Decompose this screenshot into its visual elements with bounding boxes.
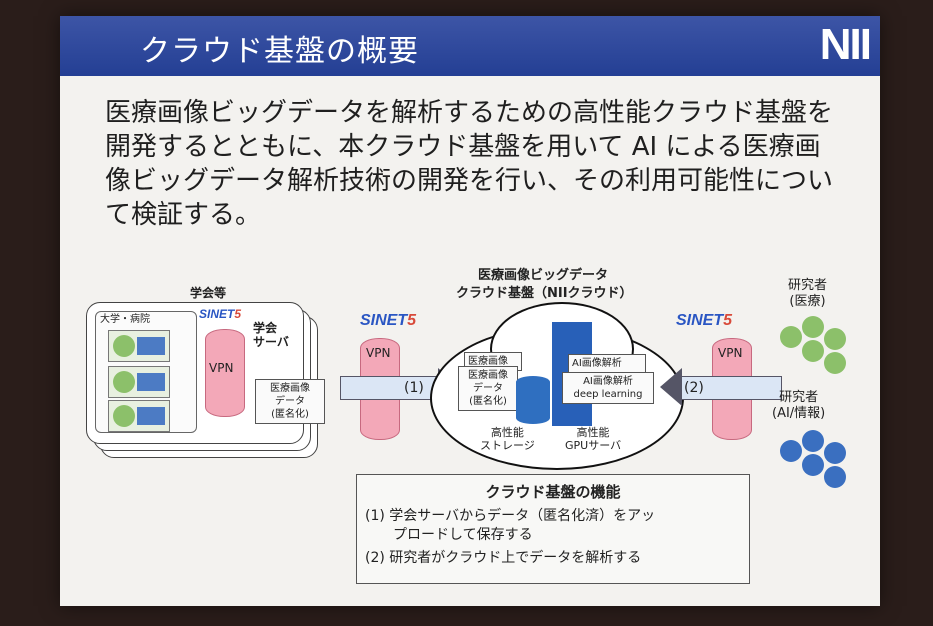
sinet5-logo-right: SINET5 [676,312,733,329]
ai-doc-2: AI画像解析 deep learning [562,372,654,404]
vpn-label-local: VPN [209,361,234,375]
hospital-pc-3 [108,400,170,432]
arrow-label-1: (1) [404,380,424,396]
storage-label: 高性能 ストレージ [480,426,535,452]
gakkai-server-label: 学会 サーバ [253,321,289,349]
local-data-doc: 医療画像 データ (匿名化) [255,379,325,424]
researcher-med-icon [780,316,860,376]
cloud-title-2: クラウド基盤（NIIクラウド） [456,286,633,301]
gpu-label: 高性能 GPUサーバ [565,426,622,452]
hospital-pc-2 [108,366,170,398]
function-item-1: (1) 学会サーバからデータ（匿名化済）をアッ プロードして保存する [365,508,656,543]
storage-icon [516,376,550,424]
functions-heading: クラウド基盤の機能 [485,483,621,501]
hospital-pc-1 [108,330,170,362]
body-text: 医療画像ビッグデータを解析するための高性能クラウド基盤を開発するとともに、本クラ… [105,98,834,230]
slide-title: クラウド基盤の概要 [140,34,419,69]
vpn-label-left: VPN [366,346,391,360]
vpn-label-right: VPN [718,346,743,360]
function-item-2: (2) 研究者がクラウド上でデータを解析する [365,550,642,566]
cloud-doc-2: 医療画像 データ (匿名化) [458,366,518,411]
title-bar: クラウド基盤の概要 NII [60,16,880,76]
ai-doc-1: AI画像解析 [568,354,646,373]
researcher-ai-label: 研究者 (AI/情報) [772,390,826,421]
gakkai-label: 学会等 [190,286,227,300]
gakkai-group: 大学・病院 SINET5 VPN 学会 サーバ 医療画像 データ (匿名化) [86,302,325,444]
arrow-label-2: (2) [684,380,704,396]
vpn-tunnel-local [205,329,245,417]
cloud-title-1: 医療画像ビッグデータ [478,268,609,283]
hospital-box: 大学・病院 [95,311,197,433]
cloud-functions-box: クラウド基盤の機能 (1) 学会サーバからデータ（匿名化済）をアッ プロードして… [356,474,750,584]
sinet5-logo-left: SINET5 [360,312,417,329]
slide: クラウド基盤の概要 NII 医療画像ビッグデータを解析するための高性能クラウド基… [60,16,880,606]
daigaku-label: 大学・病院 [100,314,150,325]
sinet5-logo-left-small: SINET5 [199,307,242,321]
arrow-upload [340,376,442,400]
researcher-med-label: 研究者 (医療) [788,278,828,309]
arrow-analysis-head [660,368,682,406]
researcher-ai-icon [780,430,860,490]
arrow-analysis [680,376,782,400]
nii-logo: NII [819,20,872,69]
